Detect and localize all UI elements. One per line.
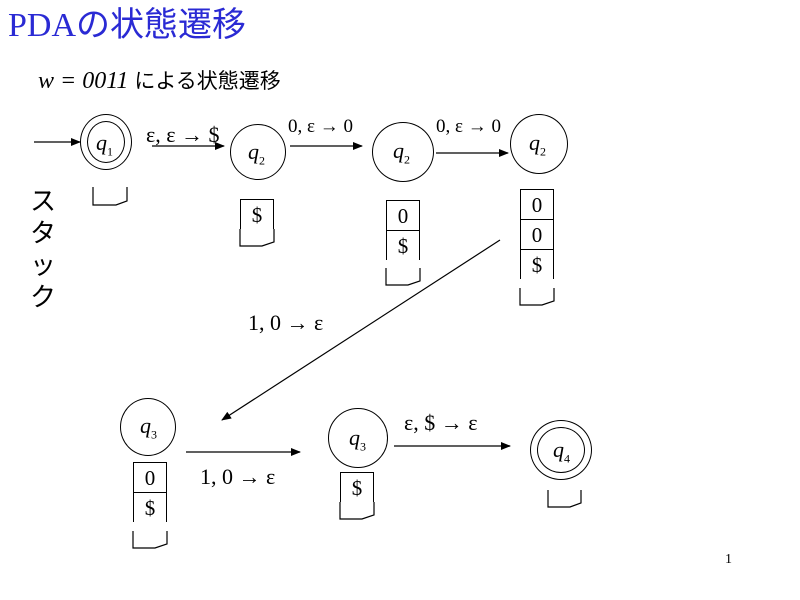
transition-arrow	[221, 239, 501, 421]
subtitle-text: による状態遷移	[134, 69, 281, 93]
stack-cell: 0	[520, 189, 554, 219]
state-node: q2	[510, 114, 568, 174]
stack-label-char: ッ	[29, 251, 56, 281]
stack-bottom	[519, 288, 555, 306]
state-label: q2	[393, 138, 410, 167]
stack-cell: $	[520, 249, 554, 279]
page-title: PDAの状態遷移	[8, 7, 247, 44]
transition-label: 1, 0 → ε	[248, 310, 324, 335]
state-node: q1	[80, 114, 132, 170]
state-label: q3	[140, 413, 157, 442]
transition-label: 1, 0 → ε	[200, 464, 276, 489]
stack-cell: 0	[133, 462, 167, 492]
stack-cell: 0	[520, 219, 554, 249]
input-string: w = 0011	[38, 68, 129, 94]
stack-label-char: ス	[29, 187, 56, 217]
stack-bottom	[385, 268, 421, 286]
stack-bottom	[239, 229, 275, 247]
state-node: q2	[372, 122, 434, 182]
state-node: q3	[328, 408, 388, 468]
stack: 0 $	[386, 200, 420, 260]
stack-bottom	[339, 502, 375, 520]
stack-bottom	[132, 531, 168, 549]
subtitle: w = 0011 による状態遷移	[38, 66, 281, 96]
transition-label: 0, ε → 0	[288, 116, 353, 137]
state-node: q3	[120, 398, 176, 456]
state-label: q3	[349, 425, 366, 454]
transition-label: 0, ε → 0	[436, 116, 501, 137]
state-label: q2	[529, 130, 546, 159]
state-node: q2	[230, 124, 286, 180]
stack-bottom	[92, 187, 128, 206]
stack-label: ス タ ッ ク	[26, 186, 60, 314]
page-number: 1	[725, 552, 732, 567]
state-node: q4	[530, 420, 592, 480]
state-label: q1	[96, 130, 113, 159]
stack: 0 $	[133, 462, 167, 522]
stack: $	[240, 199, 274, 229]
state-label: q4	[553, 437, 570, 466]
stack-cell: $	[240, 199, 274, 229]
stack-cell: $	[133, 492, 167, 522]
transition-label: ε, $ → ε	[404, 410, 478, 435]
state-label: q2	[248, 139, 265, 168]
stack-label-char: タ	[29, 219, 56, 249]
stack-bottom	[547, 490, 582, 508]
stack-label-char: ク	[29, 283, 56, 313]
stack-cell: $	[340, 472, 374, 502]
stack: $	[340, 472, 374, 502]
stack-cell: 0	[386, 200, 420, 230]
transition-label: ε, ε → $	[146, 122, 220, 147]
stack: 0 0 $	[520, 189, 554, 279]
stack-cell: $	[386, 230, 420, 260]
